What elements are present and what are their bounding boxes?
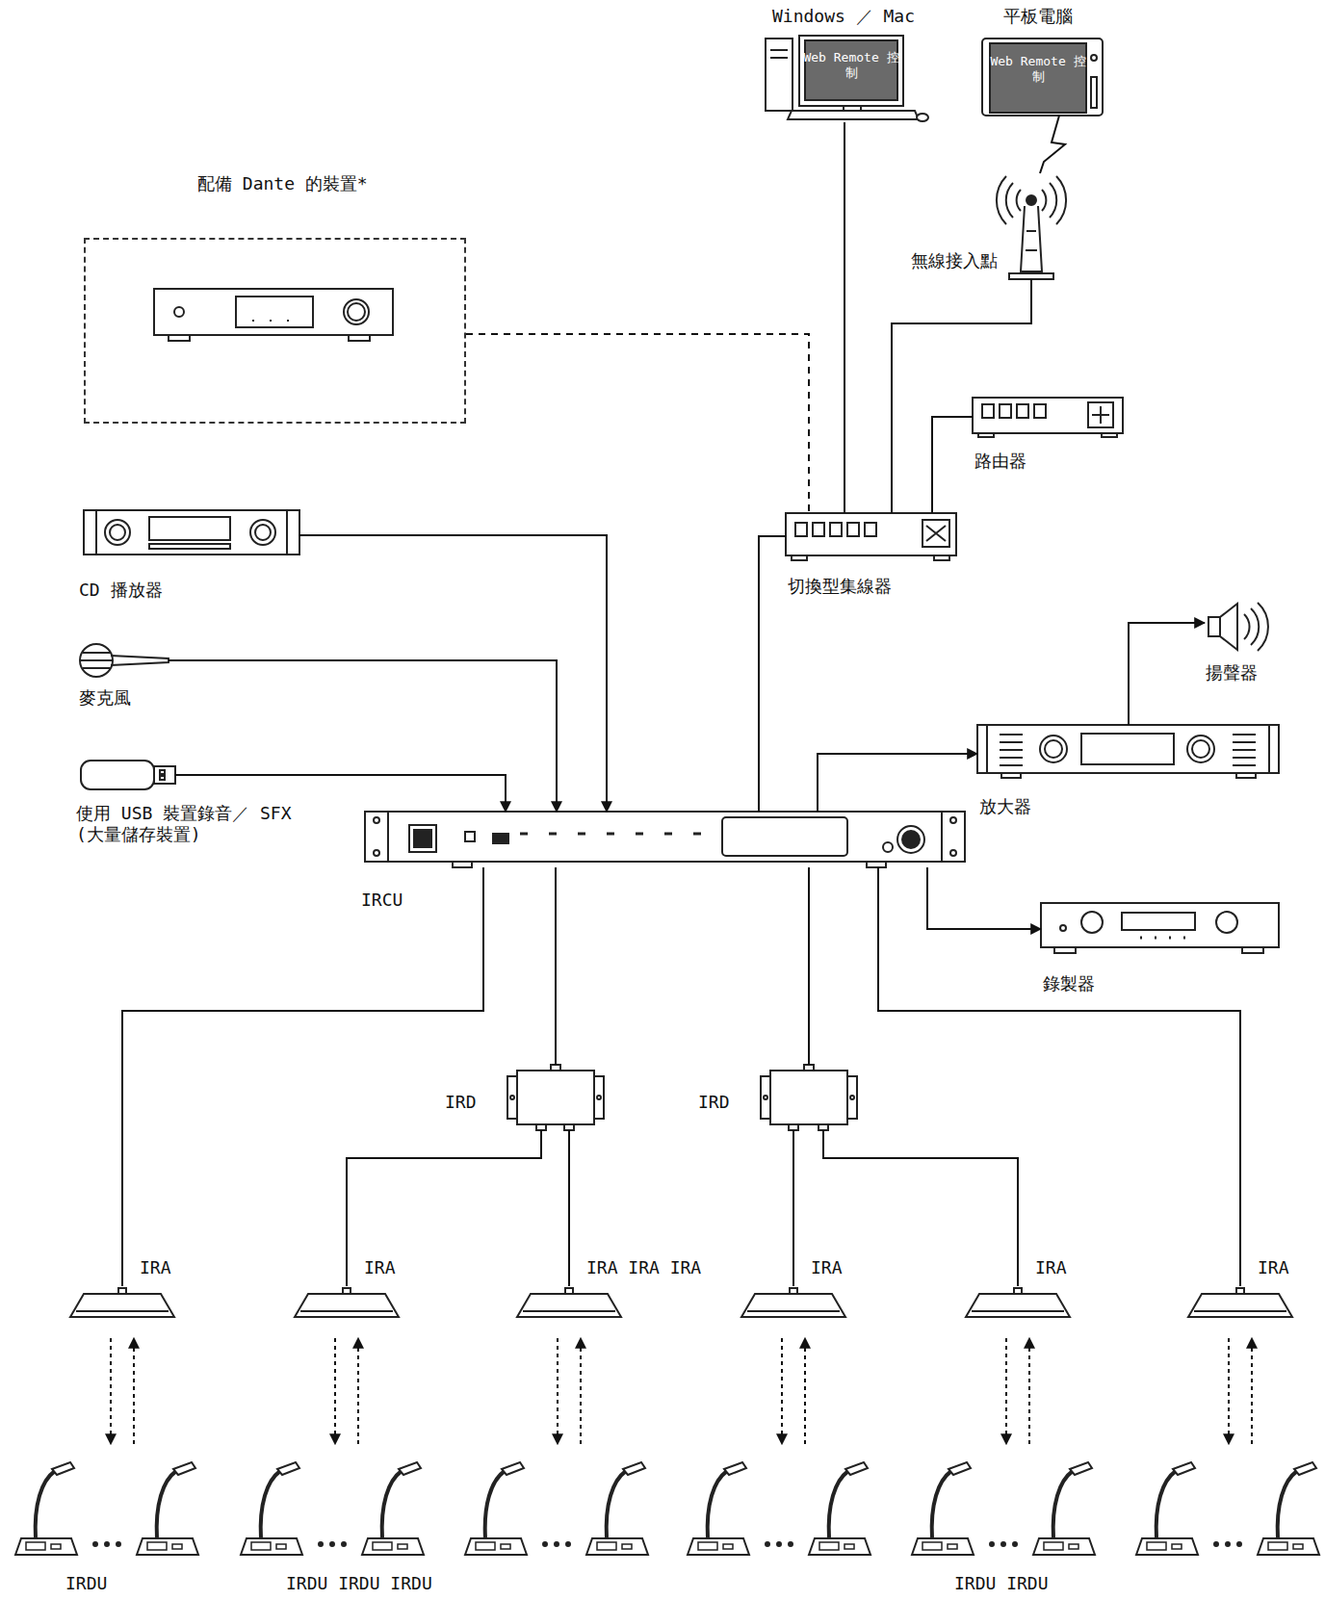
device-label: 放大器 — [977, 796, 1034, 818]
delegate-units — [1131, 1459, 1325, 1562]
device-label: IRDU IRDU IRDU — [284, 1573, 435, 1595]
switching-hub: 切換型集線器 — [785, 513, 957, 562]
connector — [569, 1130, 571, 1287]
device-label: 無線接入點 — [909, 250, 1000, 272]
device-label: IRA IRA IRA — [584, 1257, 703, 1279]
usb-storage: 使用 USB 裝置錄音／ SFX (大量儲存裝置) — [79, 758, 176, 790]
device-label: IRA — [1255, 1257, 1292, 1279]
screen-text: Web Remote 控制 — [801, 50, 902, 82]
speaker: 揚聲器 — [1204, 601, 1266, 649]
connector — [346, 1130, 542, 1287]
device-label: IRDU IRDU — [952, 1573, 1051, 1595]
device-label: IRA — [1033, 1257, 1069, 1279]
connector — [844, 122, 846, 514]
device-label: 錄製器 — [1040, 973, 1097, 995]
delegate-units: IRDU IRDU IRDU — [235, 1459, 429, 1562]
device-label: IRA — [362, 1257, 398, 1279]
control-unit: IRCU — [364, 811, 965, 868]
connector — [110, 1338, 134, 1445]
dante-region: 配備 Dante 的裝置* — [83, 237, 467, 424]
connector — [878, 867, 1241, 1287]
microphone: 麥克風 — [77, 643, 169, 679]
device-label: Windows ／ Mac — [770, 5, 917, 27]
connector — [817, 753, 978, 812]
access-point: 無線接入點 — [1006, 173, 1057, 280]
device-label: 平板電腦 — [1001, 5, 1075, 27]
connector — [1006, 1338, 1030, 1445]
amplifier: 放大器 — [977, 725, 1279, 779]
connector — [823, 1130, 1018, 1287]
ir-antenna: IRA — [292, 1286, 401, 1320]
ir-antenna: IRA — [68, 1286, 177, 1320]
connector — [299, 535, 607, 812]
connector — [168, 660, 557, 812]
connector — [557, 1338, 581, 1445]
connector — [781, 1338, 806, 1445]
device-label: 路由器 — [972, 450, 1029, 472]
cd-player: CD 播放器 — [83, 510, 300, 560]
ir-antenna: IRA — [963, 1286, 1072, 1320]
connector — [758, 536, 786, 812]
distributor: IRD — [760, 1065, 858, 1131]
delegate-units — [460, 1459, 653, 1562]
device-label: IRA — [137, 1257, 174, 1279]
ir-antenna: IRA IRA IRA — [515, 1286, 624, 1320]
device-label: IRD — [696, 1091, 732, 1114]
connector — [122, 867, 484, 1287]
delegate-units — [682, 1459, 876, 1562]
connector — [555, 867, 557, 1066]
connector — [927, 867, 1041, 930]
device-label: IRD — [442, 1091, 479, 1114]
tablet: 平板電腦Web Remote 控制 — [982, 38, 1103, 116]
ir-antenna: IRA — [1186, 1286, 1295, 1320]
device-label: 切換型集線器 — [785, 575, 894, 598]
delegate-units: IRDU IRDU — [907, 1459, 1100, 1562]
connector — [1228, 1338, 1252, 1445]
connector — [1128, 623, 1205, 726]
connector — [793, 1130, 795, 1287]
delegate-units: IRDU — [10, 1459, 204, 1562]
connector — [932, 416, 973, 514]
device-label: 使用 USB 裝置錄音／ SFX (大量儲存裝置) — [74, 803, 331, 845]
device-label: 配備 Dante 的裝置* — [195, 173, 370, 195]
device-label: IRDU — [63, 1573, 109, 1595]
connector — [1039, 115, 1066, 174]
computer: Windows ／ MacWeb Remote 控制 — [763, 35, 930, 123]
screen-text: Web Remote 控制 — [989, 53, 1087, 86]
device-label: 揚聲器 — [1203, 662, 1260, 684]
ir-antenna: IRA — [739, 1286, 848, 1320]
distributor: IRD — [507, 1065, 604, 1131]
router: 路由器 — [972, 397, 1123, 438]
connector — [891, 279, 1032, 514]
connector — [335, 1338, 359, 1445]
device-label: IRA — [808, 1257, 845, 1279]
device-label: IRCU — [359, 889, 405, 911]
connector — [466, 334, 809, 514]
device-label: 麥克風 — [77, 687, 133, 709]
connector — [808, 867, 810, 1066]
recorder: 錄製器 — [1040, 903, 1279, 955]
device-label: CD 播放器 — [77, 579, 165, 601]
